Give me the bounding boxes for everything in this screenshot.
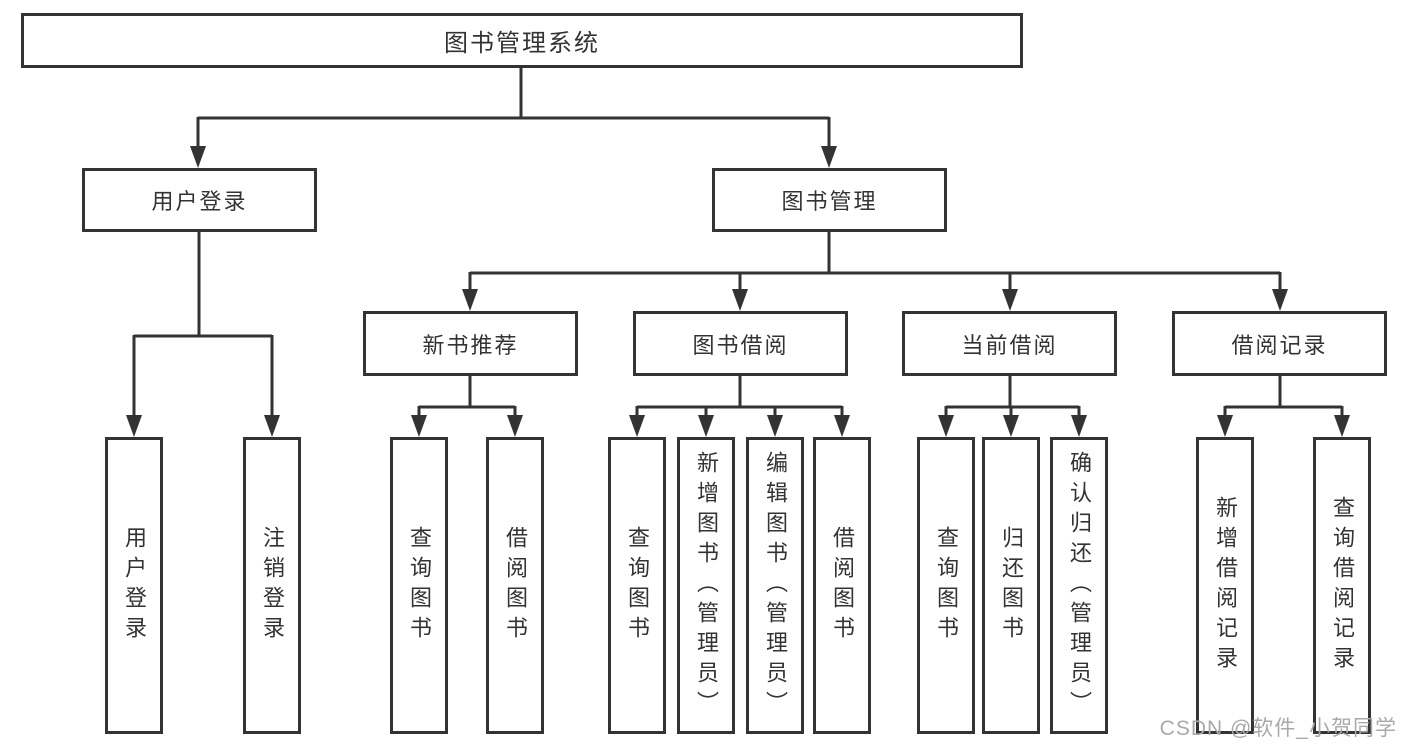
node-label: 图书管理系统 <box>444 30 600 57</box>
leaf-confirm-return-admin: 确认归还（管理员） <box>1050 437 1108 734</box>
node-book-borrow: 图书借阅 <box>633 311 848 376</box>
leaf-logout: 注销登录 <box>243 437 301 734</box>
node-label: 查询图书 <box>625 525 650 646</box>
node-label: 编辑图书（管理员） <box>763 450 788 721</box>
arrowheads <box>126 146 1350 437</box>
leaf-user-login: 用户登录 <box>105 437 163 734</box>
leaf-query-books-current: 查询图书 <box>917 437 975 734</box>
node-label: 当前借阅 <box>961 332 1058 358</box>
node-new-book-recommend: 新书推荐 <box>363 311 578 376</box>
node-label: 新增图书（管理员） <box>694 450 719 721</box>
leaf-add-borrow-record: 新增借阅记录 <box>1196 437 1254 734</box>
node-root-system: 图书管理系统 <box>21 13 1023 68</box>
node-label: 图书管理 <box>781 189 878 214</box>
node-label: 借阅图书 <box>830 525 855 646</box>
leaf-query-books-borrow: 查询图书 <box>608 437 666 734</box>
node-label: 用户登录 <box>151 189 248 214</box>
node-label: 借阅图书 <box>503 525 528 646</box>
leaf-return-book: 归还图书 <box>982 437 1040 734</box>
leaf-borrow-books-recommend: 借阅图书 <box>486 437 544 734</box>
node-label: 用户登录 <box>122 525 147 646</box>
leaf-query-borrow-record: 查询借阅记录 <box>1313 437 1371 734</box>
node-label: 新书推荐 <box>422 332 519 358</box>
node-borrow-records: 借阅记录 <box>1172 311 1387 376</box>
node-book-management: 图书管理 <box>712 168 947 232</box>
node-label: 借阅记录 <box>1231 332 1328 358</box>
leaf-borrow-books: 借阅图书 <box>813 437 871 734</box>
leaf-add-book-admin: 新增图书（管理员） <box>677 437 735 734</box>
node-current-borrow: 当前借阅 <box>902 311 1117 376</box>
leaf-edit-book-admin: 编辑图书（管理员） <box>746 437 804 734</box>
csdn-watermark: CSDN @软件_小贺同学 <box>1159 717 1397 740</box>
node-label: 归还图书 <box>999 525 1024 646</box>
node-label: 确认归还（管理员） <box>1067 450 1092 721</box>
node-label: 查询图书 <box>934 525 959 646</box>
node-label: 查询图书 <box>407 525 432 646</box>
leaf-query-books-recommend: 查询图书 <box>390 437 448 734</box>
node-label: 新增借阅记录 <box>1213 495 1238 676</box>
node-label: 图书借阅 <box>692 332 789 358</box>
node-label: 查询借阅记录 <box>1330 495 1355 676</box>
node-user-login-module: 用户登录 <box>82 168 317 232</box>
node-label: 注销登录 <box>260 525 285 646</box>
